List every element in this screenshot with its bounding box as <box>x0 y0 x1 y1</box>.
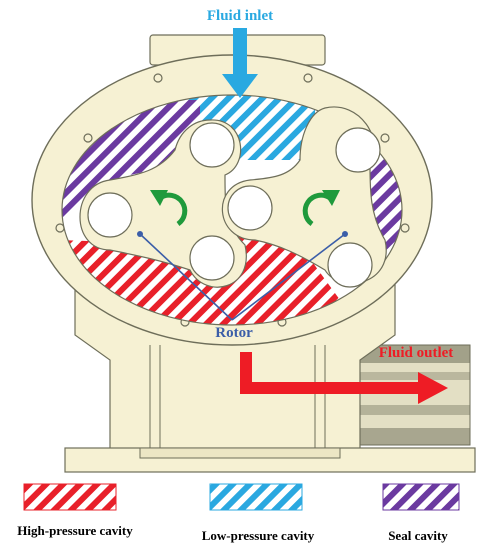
legend-item-low-pressure: Low-pressure cavity <box>202 483 315 543</box>
legend-item-high-pressure: High-pressure cavity <box>17 483 133 538</box>
legend-swatch <box>209 483 303 511</box>
outlet-arrow-icon <box>240 352 448 404</box>
legend: High-pressure cavity Low-pressure cavity… <box>17 483 460 543</box>
legend-swatch <box>382 483 460 511</box>
rotor-pointers <box>137 231 348 321</box>
legend-label: Seal cavity <box>388 528 448 543</box>
rotation-arrow-right-icon <box>302 190 340 227</box>
legend-label: High-pressure cavity <box>17 523 133 538</box>
rotor-left <box>79 119 247 288</box>
inlet-arrow-icon <box>222 28 258 98</box>
fluid-outlet-label: Fluid outlet <box>379 345 454 361</box>
rotation-arrow-left-icon <box>150 190 188 227</box>
legend-swatch <box>23 483 117 511</box>
legend-label: Low-pressure cavity <box>202 528 315 543</box>
rotor-label: Rotor <box>215 325 253 341</box>
rotor-right <box>221 106 387 288</box>
fluid-inlet-label: Fluid inlet <box>207 8 273 24</box>
legend-item-seal: Seal cavity <box>382 483 460 543</box>
